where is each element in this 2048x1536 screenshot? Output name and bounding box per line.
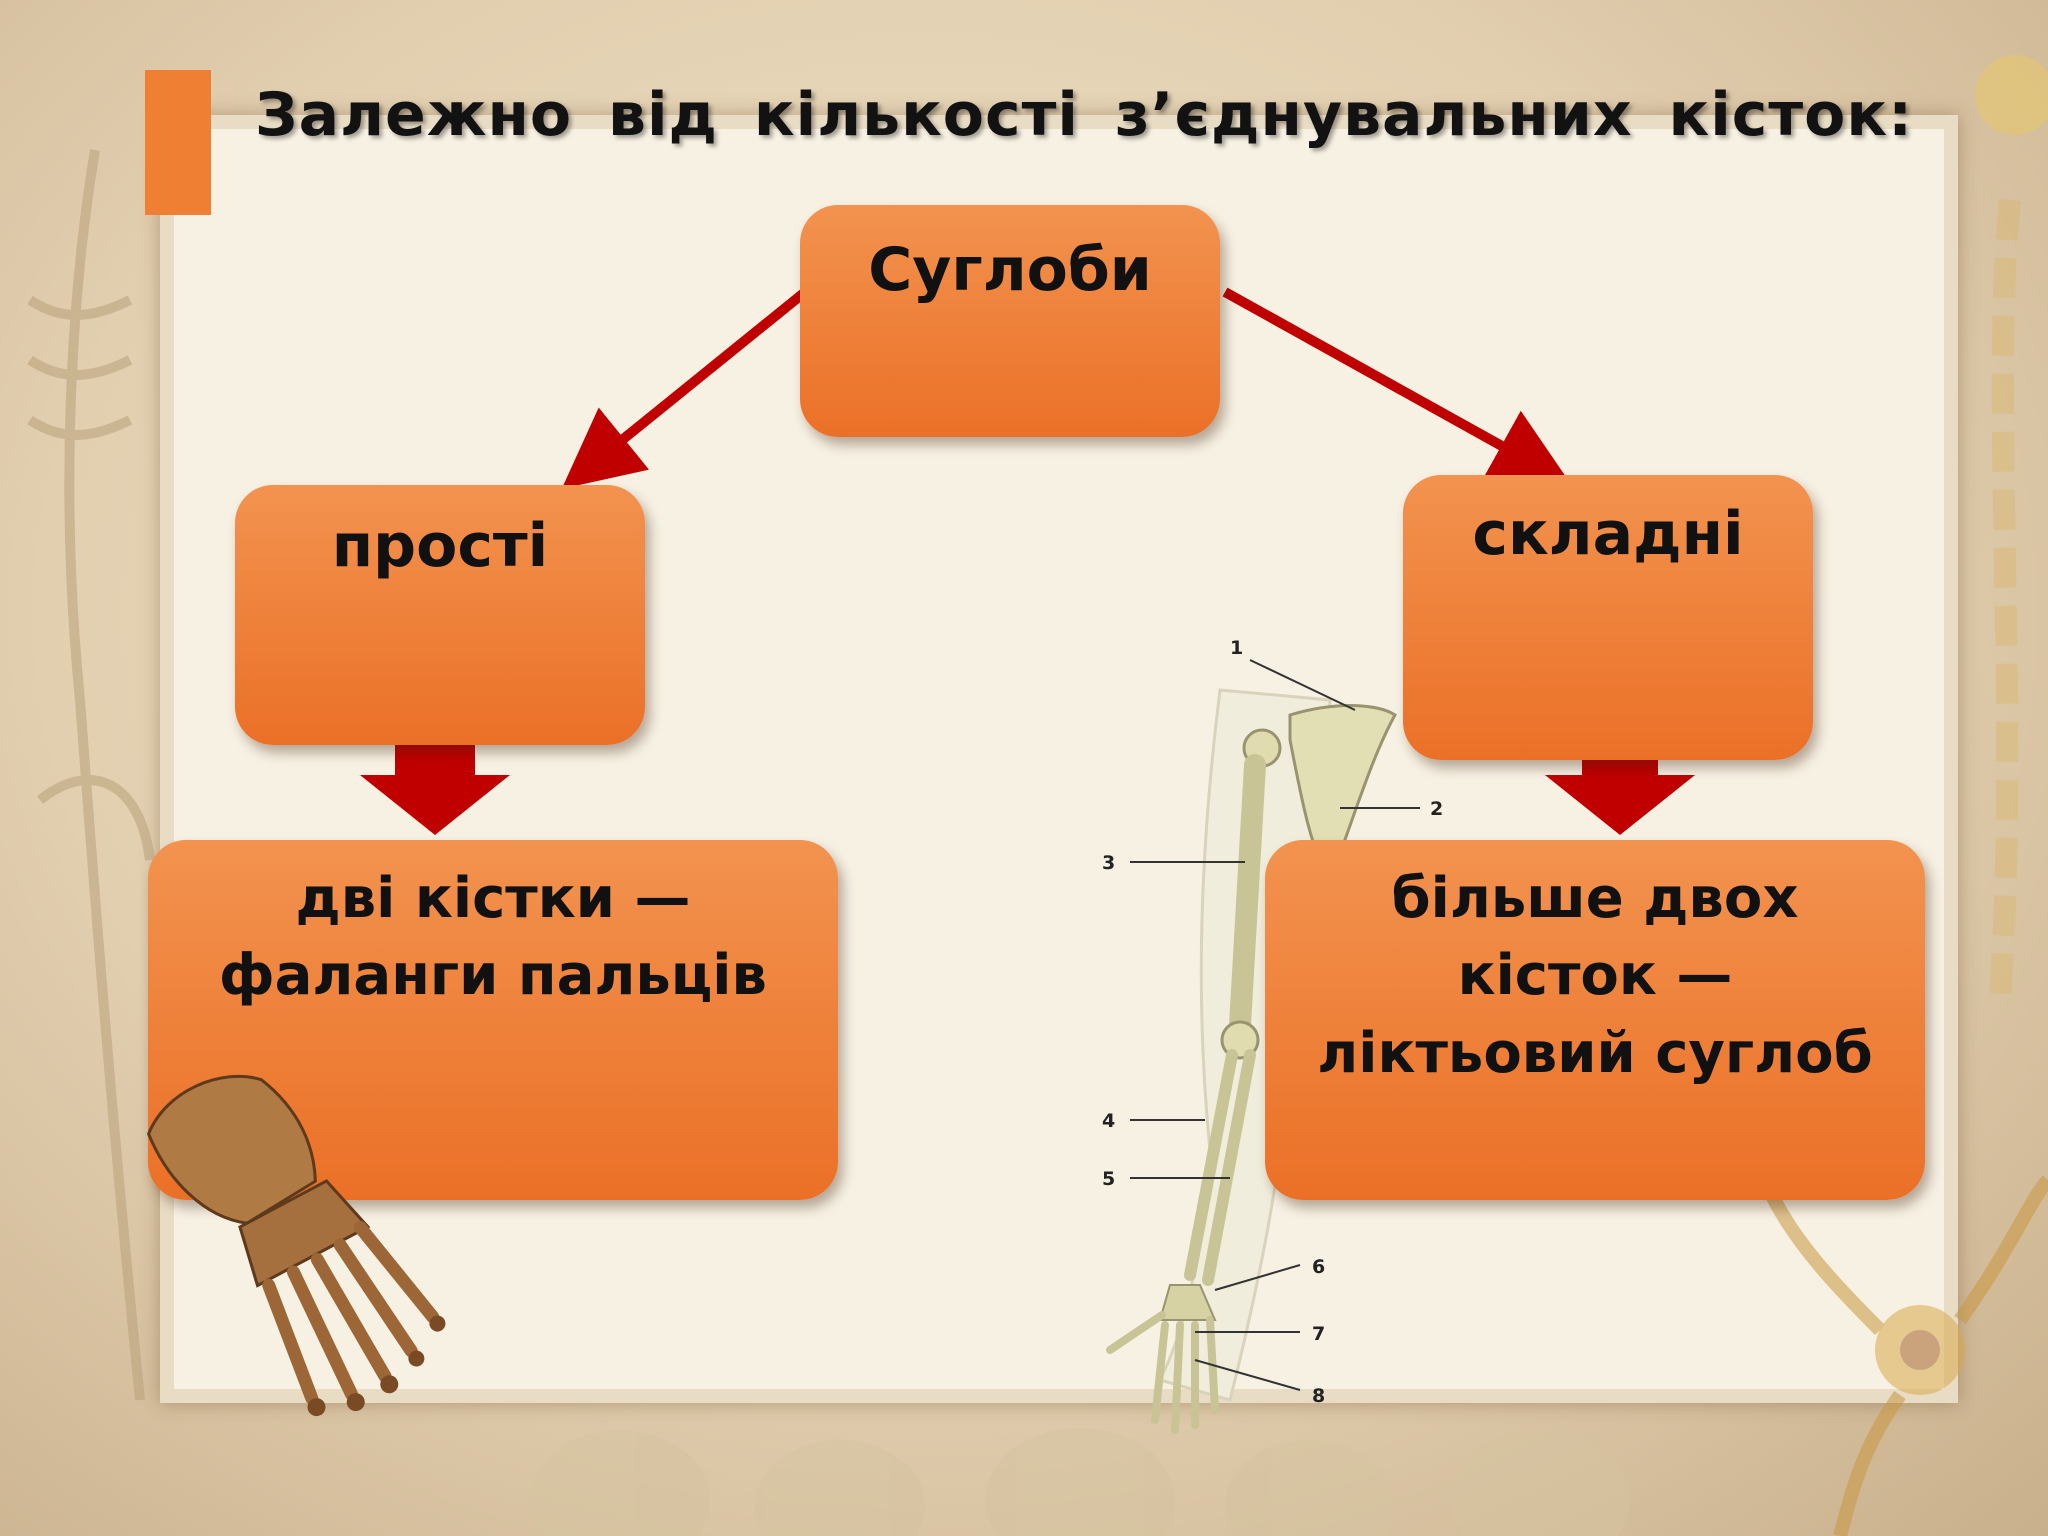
background-skeleton-icon [27,149,155,1401]
arm-label-6: 6 [1312,1256,1325,1278]
node-simple-description-label: дві кістки — фаланги пальців [219,866,767,1009]
background-skulls-icon [530,1428,1630,1536]
background-neuron-icon [1733,55,2048,1536]
arm-label-3: 3 [1102,852,1115,874]
arm-label-2: 2 [1430,798,1443,820]
node-joints-label: Суглоби [868,235,1152,305]
node-simple-label: прості [331,511,549,581]
node-complex-label: складні [1472,499,1744,569]
node-complex-description: більше двох кісток — ліктьовий суглоб [1265,840,1925,1200]
arrow-to-complex [1222,287,1572,485]
arm-label-4: 4 [1102,1110,1115,1132]
slide-title: Залежно від кількості з’єднувальних кіст… [255,80,1914,150]
arrow-to-simple [561,288,809,489]
node-joints: Суглоби [800,205,1220,437]
arm-label-8: 8 [1312,1385,1325,1407]
node-simple: прості [235,485,645,745]
node-simple-description: дві кістки — фаланги пальців [148,840,838,1200]
arm-label-5: 5 [1102,1168,1115,1190]
title-accent-bar [145,70,211,215]
arm-label-7: 7 [1312,1323,1325,1345]
arm-label-1: 1 [1230,637,1243,659]
node-complex-description-label: більше двох кісток — ліктьовий суглоб [1317,866,1873,1086]
node-complex: складні [1403,475,1813,760]
